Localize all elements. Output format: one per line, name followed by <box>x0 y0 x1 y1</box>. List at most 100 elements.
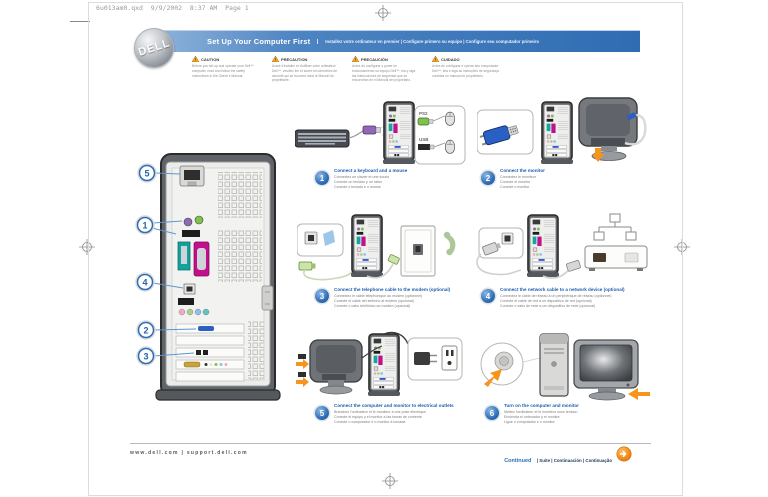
tower-icon <box>351 214 383 278</box>
vga-port-icon <box>198 326 214 331</box>
mouse-icon <box>445 139 455 154</box>
callout-number: 1 <box>142 221 147 231</box>
outlet-icon <box>441 345 458 371</box>
warning-icon: ! <box>192 56 199 62</box>
caution-label: PRECAUCIÓN <box>361 56 388 62</box>
step4-number: 4 <box>481 289 495 303</box>
step2-illustration <box>477 97 647 165</box>
phone-plug-icon <box>298 261 316 271</box>
step-translation: Connectez le câble de réseau à un périph… <box>500 293 612 298</box>
ps2-mouse-connector-icon <box>417 117 434 126</box>
registration-mark-icon <box>375 5 391 21</box>
continued-label: Continued <box>504 458 532 464</box>
audio-jacks-icon <box>178 308 210 316</box>
step2-text: Connect the monitor Connectez le moniteu… <box>500 168 644 190</box>
phone-plug-icon <box>387 254 400 265</box>
keyboard-icon <box>295 129 350 148</box>
sound-card-icon <box>183 361 228 368</box>
step-translation: Conecte o cabo de rede a um dispositivo … <box>500 303 596 308</box>
usb-label: USB <box>419 137 429 142</box>
step-title: Connect the computer and monitor to elec… <box>334 403 454 408</box>
svg-text:!: ! <box>355 57 356 62</box>
caution-text: Antes de configurar e operar seu computa… <box>432 64 499 78</box>
step-translation: Connectez un clavier et une souris <box>334 174 390 179</box>
power-connector-icon <box>179 165 205 187</box>
svg-text:!: ! <box>435 57 436 62</box>
step-translation: Conecte o teclado e o mouse <box>334 184 381 189</box>
tower-icon <box>527 214 559 278</box>
vga-cable-end-icon <box>626 112 637 121</box>
header-bar: Set Up Your Computer First Installez vot… <box>147 30 640 52</box>
wall-jack-icon <box>400 225 436 277</box>
callout-number: 3 <box>143 352 148 362</box>
caution-block-es: ! PRECAUCIÓN Antes de configurar y poner… <box>352 56 420 83</box>
page-title: Set Up Your Computer First <box>207 37 311 46</box>
usb-ports-icon <box>182 230 200 237</box>
monitor-rear-icon <box>309 339 363 395</box>
step-title: Connect the telephone cable to the modem… <box>334 287 451 292</box>
tower-rear-diagram: 5 1 4 2 3 <box>135 153 281 401</box>
caution-text: Before you set up and operate your Dell™… <box>192 64 254 78</box>
power-plug-icon <box>414 352 437 365</box>
tower-icon <box>383 101 415 165</box>
rj45-plug-icon <box>566 260 581 272</box>
step-translation: Conecte el monitor <box>500 179 531 184</box>
caution-label: PRÉCAUTION <box>281 56 308 62</box>
step-translation: Conecte el equipo y el monitor a las tom… <box>334 414 422 419</box>
step6-number: 6 <box>485 406 499 420</box>
step5-number: 5 <box>315 406 329 420</box>
continue-arrow-icon <box>616 446 632 462</box>
caution-block-pt: ! CUIDADO Antes de configurar e operar s… <box>432 56 500 83</box>
step-translation: Conecte un teclado y un ratón <box>334 179 382 184</box>
dell-logo: DELL <box>134 28 174 68</box>
step-translation: Mettez l'ordinateur et le moniteur sous … <box>504 409 578 414</box>
page-subtitle: Installez votre ordinateur en premier | … <box>317 39 539 44</box>
arrow-down-icon <box>592 148 604 162</box>
registration-mark-icon <box>382 473 398 489</box>
usb-connector-icon <box>418 144 435 150</box>
warning-icon: ! <box>272 56 279 62</box>
step-translation: Conecte o cabo telefônico ao modem (opci… <box>334 303 411 308</box>
arrow-right-icon <box>296 377 309 387</box>
step2-number: 2 <box>481 171 495 185</box>
svg-text:!: ! <box>195 57 196 62</box>
step6-text: Turn on the computer and monitor Mettez … <box>504 403 648 425</box>
modem-jacks-icon <box>196 350 208 355</box>
footer-continued: Continued | Suite | Continuación | Conti… <box>500 449 612 467</box>
network-device-icon <box>584 245 648 271</box>
monitor-rear-icon <box>578 97 638 161</box>
arrow-left-icon <box>628 388 650 400</box>
page-border <box>88 2 683 496</box>
vga-connector-icon <box>479 125 519 146</box>
power-button-icon <box>494 351 514 371</box>
ps2-keyboard-connector-icon <box>362 125 381 135</box>
modem-port-icon <box>304 231 318 245</box>
step3-text: Connect the telephone cable to the modem… <box>334 287 478 309</box>
step-translation: Conecte el cable de red a un dispositivo… <box>500 298 592 303</box>
step1-number: 1 <box>315 171 329 185</box>
power-plug-arrows <box>296 354 309 387</box>
step1-illustration: PS2 USB <box>295 101 466 165</box>
step-title: Connect the network cable to a network d… <box>500 287 625 292</box>
step-translation: Conecte o monitor <box>500 184 530 189</box>
rj45-plug-icon <box>482 242 501 256</box>
step-title: Connect a keyboard and a mouse <box>334 168 408 173</box>
tower-icon <box>541 101 573 165</box>
callout-number: 5 <box>144 169 149 179</box>
arrow-right-icon <box>296 359 309 369</box>
network-topology-icon <box>593 213 637 241</box>
svg-text:!: ! <box>275 57 276 62</box>
step-translation: Branchez l'ordinateur et le moniteur à u… <box>334 409 426 414</box>
monitor-front-icon <box>573 339 639 401</box>
dell-logo-text: DELL <box>136 37 172 59</box>
step-translation: Connectez le câble téléphonique au modem… <box>334 293 423 298</box>
callout-number: 4 <box>142 278 147 288</box>
caution-label: CAUTION <box>201 56 220 62</box>
continued-translations: | Suite | Continuación | Continuação <box>536 458 612 463</box>
network-port-icon <box>183 283 196 295</box>
step-title: Connect the monitor <box>500 168 545 173</box>
trim-mark <box>70 21 90 22</box>
phone-icon <box>443 231 456 256</box>
callout-box <box>297 223 344 257</box>
step5-text: Connect the computer and monitor to elec… <box>334 403 478 425</box>
